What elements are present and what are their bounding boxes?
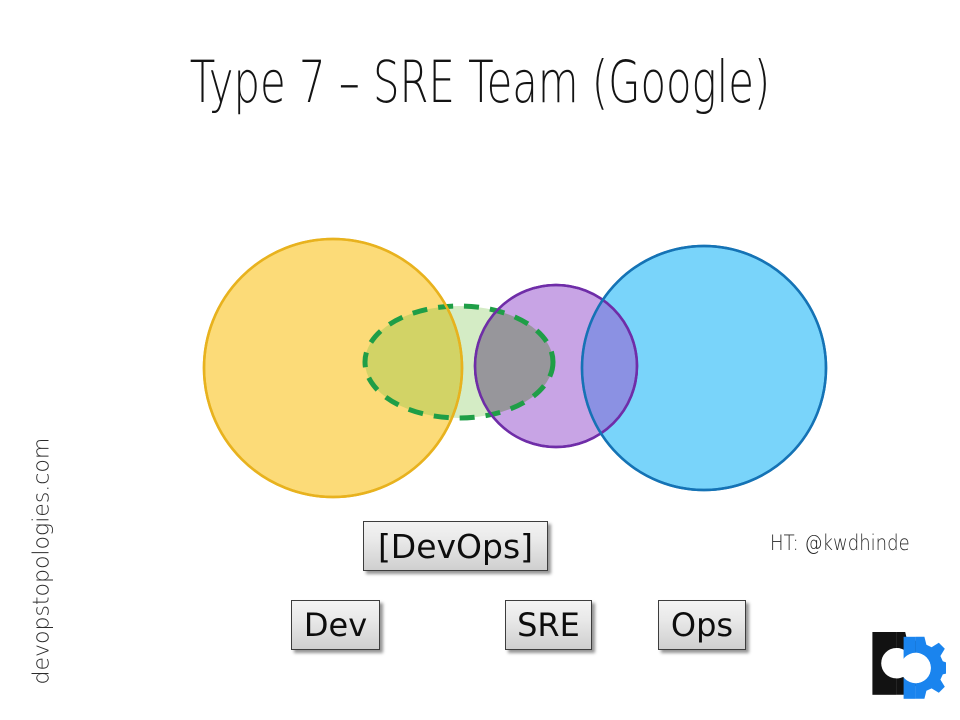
credit-text: HT: @kwdhinde — [770, 531, 910, 555]
label-box-sre: SRE — [505, 600, 592, 650]
venn-circle-dev-edge — [202, 237, 464, 499]
label-box-ops: Ops — [658, 600, 746, 650]
site-watermark: devopstopologies.com — [29, 437, 55, 685]
gear-right-icon — [900, 636, 946, 699]
label-box-dev: Dev — [291, 600, 380, 650]
page-title: Type 7 – SRE Team (Google) — [189, 48, 771, 116]
gears-logo — [872, 632, 946, 699]
label-box-devops: [DevOps] — [363, 521, 548, 571]
venn-circle-sre-edge — [473, 283, 639, 449]
devops-ellipse-outline — [362, 303, 556, 421]
venn-circle-ops-edge — [580, 244, 828, 492]
